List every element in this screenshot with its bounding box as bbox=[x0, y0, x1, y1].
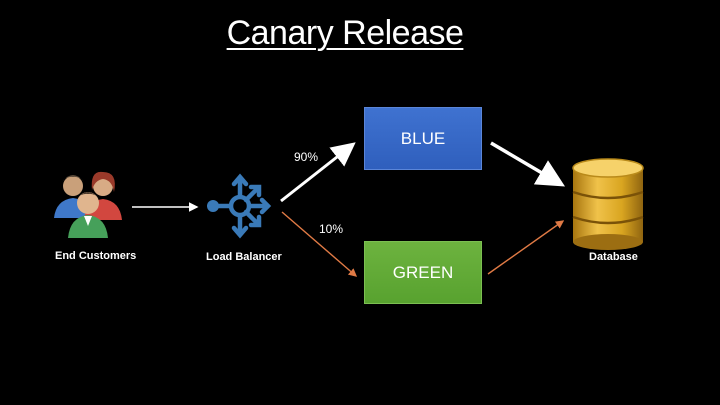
arrow-blue-to-db bbox=[490, 141, 566, 187]
database-label: Database bbox=[589, 251, 638, 263]
load-balancer-label: Load Balancer bbox=[206, 251, 282, 263]
blue-traffic-percent: 90% bbox=[294, 150, 319, 164]
database-cylinder-icon bbox=[572, 158, 644, 250]
end-customers-label: End Customers bbox=[55, 250, 137, 262]
blue-environment-label: BLUE bbox=[400, 128, 446, 148]
green-traffic-percent: 10% bbox=[319, 222, 344, 236]
blue-environment-box: BLUE bbox=[364, 107, 482, 170]
green-environment-box: GREEN bbox=[364, 241, 482, 304]
green-environment-label: GREEN bbox=[392, 262, 454, 282]
slide-title: Canary Release bbox=[226, 14, 464, 52]
arrow-green-to-db bbox=[487, 220, 565, 275]
users-group-icon bbox=[54, 171, 122, 238]
arrow-lb-to-green bbox=[281, 211, 358, 277]
arrow-lb-to-blue bbox=[280, 142, 356, 203]
load-balancer-icon bbox=[207, 173, 272, 239]
